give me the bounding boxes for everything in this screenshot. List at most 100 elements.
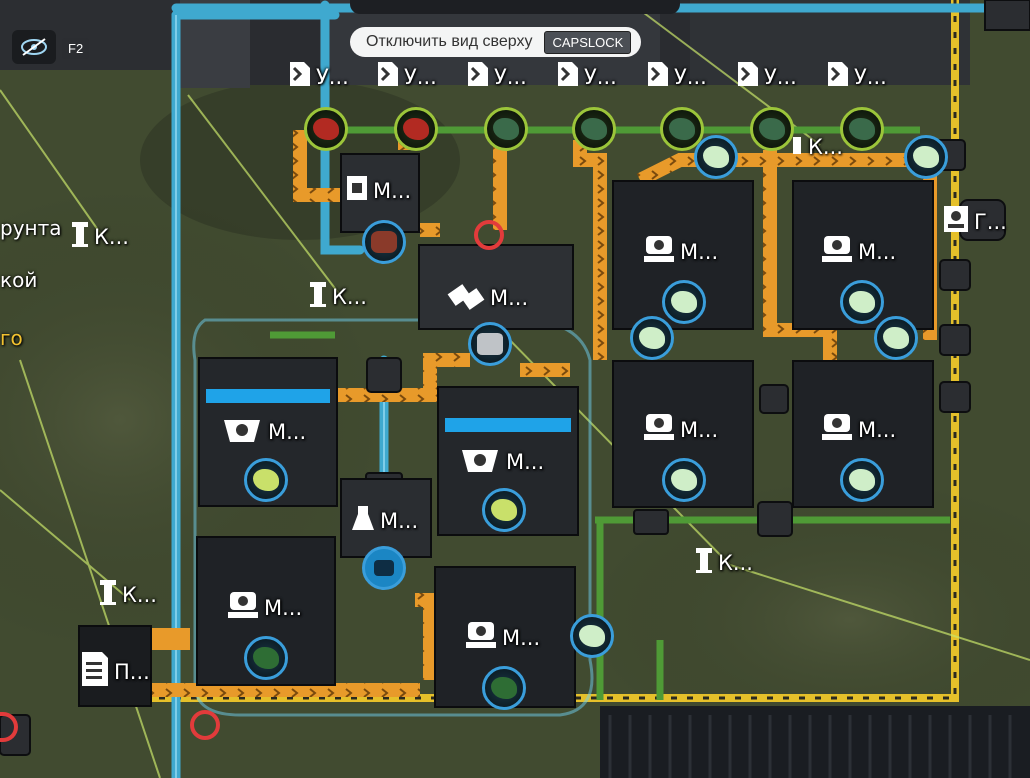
- crystal-resource[interactable]: [904, 135, 948, 179]
- crystal-icon: [849, 469, 875, 491]
- unloader-icon: [556, 60, 580, 93]
- flask-icon: [350, 504, 376, 537]
- storage-label[interactable]: П...: [80, 650, 150, 693]
- crystal-resource[interactable]: [840, 280, 884, 324]
- red-ore-resource[interactable]: [394, 107, 438, 151]
- crystal-resource[interactable]: [662, 458, 706, 502]
- pylon-label[interactable]: К...: [98, 578, 157, 611]
- assembler-icon: [820, 234, 854, 269]
- circuit-icon: [491, 677, 517, 699]
- assembler-label[interactable]: М...: [464, 620, 540, 655]
- top-view-hint[interactable]: Отключить вид сверху CAPSLOCK: [350, 27, 642, 57]
- side-label: кой: [0, 268, 38, 292]
- assembler-label[interactable]: М...: [642, 412, 718, 447]
- crystal-icon: [639, 327, 665, 349]
- ore-icon: [669, 118, 695, 140]
- sulfur-icon: [253, 469, 279, 491]
- crystal-resource[interactable]: [874, 316, 918, 360]
- unloader-label[interactable]: У...: [646, 60, 707, 93]
- flask-icon: [371, 231, 397, 253]
- smelter-label[interactable]: М...: [458, 442, 544, 481]
- crystal-icon: [849, 291, 875, 313]
- side-label: рунта: [0, 216, 62, 240]
- assembler-icon: [642, 234, 676, 269]
- liquid-resource[interactable]: [362, 220, 406, 264]
- no-entry-icon[interactable]: [0, 712, 18, 742]
- storage-icon: [80, 650, 110, 693]
- pylon-label[interactable]: К...: [308, 280, 367, 313]
- resource-bar: [350, 0, 680, 14]
- capslock-key: CAPSLOCK: [544, 30, 632, 54]
- ore-icon: [403, 118, 429, 140]
- ore-icon: [493, 118, 519, 140]
- pylon-icon: [790, 130, 804, 163]
- assembler-icon: [642, 412, 676, 447]
- assembler-label[interactable]: М...: [226, 590, 302, 625]
- box-icon: [345, 174, 369, 207]
- red-ore-resource[interactable]: [304, 107, 348, 151]
- green-ore-resource[interactable]: [484, 107, 528, 151]
- green-ore-resource[interactable]: [572, 107, 616, 151]
- assembler-icon: [464, 620, 498, 655]
- assembler-label[interactable]: М...: [820, 412, 896, 447]
- pylon-label[interactable]: К...: [790, 130, 843, 163]
- no-entry-icon[interactable]: [474, 220, 504, 250]
- pylon-icon: [308, 280, 328, 313]
- gear-resource[interactable]: [468, 322, 512, 366]
- unloader-icon: [646, 60, 670, 93]
- sulfur-icon: [491, 499, 517, 521]
- smelter-icon: [458, 442, 502, 481]
- crystal-resource[interactable]: [662, 280, 706, 324]
- crystal-icon: [913, 146, 939, 168]
- unloader-label[interactable]: У...: [288, 60, 349, 93]
- unloader-icon: [288, 60, 312, 93]
- pylon-icon: [70, 220, 90, 253]
- unloader-icon: [826, 60, 850, 93]
- gear-icon: [477, 333, 503, 355]
- circuit-resource[interactable]: [244, 636, 288, 680]
- smelter-label[interactable]: М...: [220, 412, 306, 451]
- f2-key: F2: [62, 38, 90, 59]
- crystal-icon: [671, 291, 697, 313]
- chemical-label[interactable]: М...: [350, 504, 418, 537]
- generator-label[interactable]: Г...: [942, 204, 1007, 239]
- crystal-resource[interactable]: [694, 135, 738, 179]
- unloader-label[interactable]: У...: [376, 60, 437, 93]
- crystal-resource[interactable]: [570, 614, 614, 658]
- crystal-icon: [883, 327, 909, 349]
- unloader-label[interactable]: У...: [736, 60, 797, 93]
- assembler-label[interactable]: М...: [820, 234, 896, 269]
- unloader-label[interactable]: У...: [466, 60, 527, 93]
- extractor-icon: [446, 280, 486, 315]
- pylon-label[interactable]: К...: [694, 546, 753, 579]
- crystal-icon: [671, 469, 697, 491]
- green-ore-resource[interactable]: [750, 107, 794, 151]
- crystal-resource[interactable]: [840, 458, 884, 502]
- unloader-icon: [736, 60, 760, 93]
- unloader-icon: [466, 60, 490, 93]
- no-entry-icon[interactable]: [190, 710, 220, 740]
- hint-text: Отключить вид сверху: [366, 33, 533, 50]
- circuit-resource[interactable]: [482, 666, 526, 710]
- eye-slash-icon[interactable]: [12, 30, 56, 64]
- unloader-label[interactable]: У...: [556, 60, 617, 93]
- crystal-resource[interactable]: [630, 316, 674, 360]
- circuit-icon: [253, 647, 279, 669]
- ore-icon: [581, 118, 607, 140]
- pylon-label[interactable]: К...: [70, 220, 129, 253]
- sulfur-resource[interactable]: [244, 458, 288, 502]
- sulfur-resource[interactable]: [482, 488, 526, 532]
- green-ore-resource[interactable]: [660, 107, 704, 151]
- assembler-icon: [226, 590, 260, 625]
- extractor-label[interactable]: М...: [446, 280, 528, 315]
- green-ore-resource[interactable]: [840, 107, 884, 151]
- assembler-label[interactable]: М...: [642, 234, 718, 269]
- unloader-station-label[interactable]: М...: [345, 174, 411, 207]
- unloader-label[interactable]: У...: [826, 60, 887, 93]
- generator-icon: [942, 204, 970, 239]
- crystal-icon: [579, 625, 605, 647]
- assembler-icon: [820, 412, 854, 447]
- pylon-icon: [98, 578, 118, 611]
- core-resource[interactable]: [362, 546, 406, 590]
